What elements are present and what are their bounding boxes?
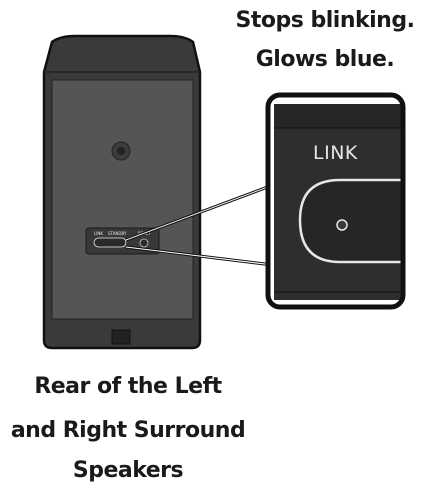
zoom-frame — [265, 92, 406, 310]
status-text-line-2: Glows blue. — [255, 47, 395, 72]
base-cutout — [111, 329, 131, 345]
zoom-link-label: LINK — [313, 142, 358, 164]
zoom-inset: LINK — [265, 92, 406, 310]
port-label-standby: STANDBY — [108, 231, 127, 236]
port-label-link: LINK — [94, 231, 103, 236]
status-text-line-1: Stops blinking. — [235, 8, 415, 33]
caption-line-1: Rear of the Left — [34, 374, 222, 399]
zoom-indicator-dot — [336, 219, 348, 231]
caption-line-2: and Right Surround — [10, 418, 246, 443]
speaker-panel — [51, 79, 194, 320]
speaker-rear: LINK STANDBY RESET — [42, 34, 202, 350]
link-indicator — [93, 237, 127, 248]
caption-line-3: Speakers — [72, 458, 184, 483]
reset-button — [139, 238, 149, 248]
mount-hole-center — [117, 147, 125, 155]
zoom-link-indicator — [298, 178, 403, 264]
callout-lines — [125, 180, 282, 268]
